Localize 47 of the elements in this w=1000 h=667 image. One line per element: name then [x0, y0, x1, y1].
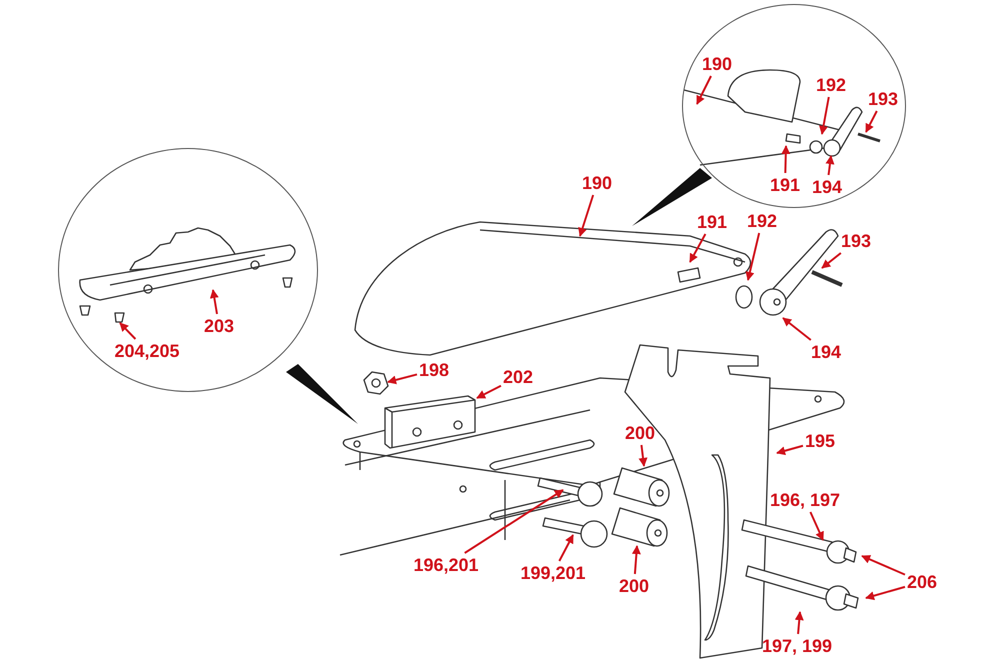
- callout-number: 203: [204, 316, 234, 336]
- callout-number: 191: [770, 175, 800, 195]
- leader-arrow: [794, 611, 804, 634]
- callout-number: 194: [812, 177, 842, 197]
- callout-number: 200: [618, 576, 650, 596]
- leader-arrow: [689, 234, 706, 263]
- leader-arrow: [638, 444, 648, 467]
- leader-arrow: [119, 322, 136, 340]
- callout-number: 193: [868, 89, 898, 109]
- leader-arrow: [558, 534, 574, 562]
- leader-arrow: [632, 545, 641, 574]
- callout-number: 204,205: [114, 341, 180, 361]
- callout-number: 199,201: [520, 563, 586, 583]
- leader-arrow: [387, 373, 418, 384]
- leader-arrow: [826, 155, 834, 176]
- callout-number: 202: [502, 367, 534, 387]
- callout-number: 190: [702, 54, 732, 74]
- leader-arrow: [476, 384, 502, 399]
- callout-number: 194: [810, 342, 842, 362]
- leader-arrow: [865, 586, 906, 600]
- leader-arrow: [861, 555, 906, 576]
- callout-number: 196,201: [413, 555, 479, 575]
- callout-number: 193: [840, 231, 872, 251]
- leader-arrow: [746, 232, 760, 281]
- callout-number: 192: [816, 75, 846, 95]
- callout-number: 195: [804, 431, 836, 451]
- callout-number: 197, 199: [762, 636, 832, 656]
- callout-number: 200: [624, 423, 656, 443]
- leader-arrow: [696, 76, 712, 105]
- detail-circle: [58, 148, 318, 392]
- leader-arrow: [782, 317, 812, 341]
- leader-arrow: [776, 444, 804, 456]
- detail-circle: [682, 4, 906, 208]
- leader-arrow: [819, 96, 830, 135]
- leader-arrow: [821, 252, 842, 269]
- leader-arrow: [809, 512, 824, 541]
- leader-arrow: [781, 145, 790, 174]
- callout-number: 206: [906, 572, 938, 592]
- leader-arrow: [865, 110, 878, 133]
- callout-number: 191: [696, 212, 728, 232]
- callout-number: 198: [418, 360, 450, 380]
- leader-arrow: [464, 489, 564, 554]
- leader-arrow: [578, 194, 594, 237]
- callout-number: 192: [746, 211, 778, 231]
- callout-number: 190: [582, 173, 612, 193]
- leader-arrow: [210, 289, 219, 314]
- callout-number: 196, 197: [770, 490, 840, 510]
